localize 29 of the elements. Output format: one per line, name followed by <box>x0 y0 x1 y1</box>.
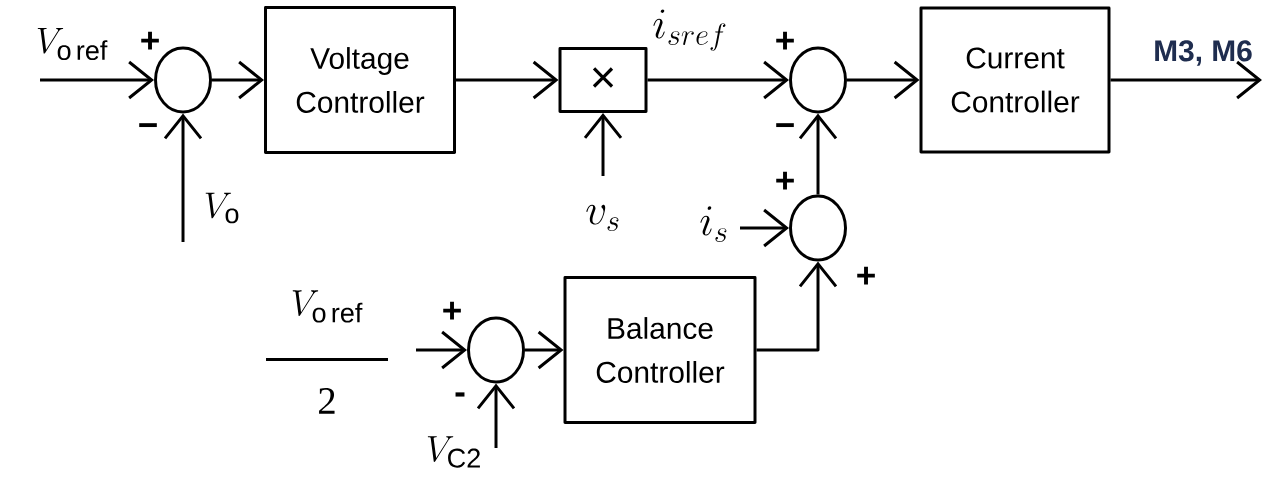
summing-junction <box>789 194 847 262</box>
signal-label: $v_{s}$ <box>586 204 619 231</box>
sign-label: + <box>776 31 794 50</box>
arrow <box>798 113 838 195</box>
arrow <box>163 113 203 242</box>
controller-block: Voltage Controller <box>264 6 456 154</box>
sign-label: − <box>776 123 794 128</box>
arrow <box>40 60 155 100</box>
edge-label: M3, M6 <box>1155 40 1252 66</box>
controller-block: Current Controller <box>919 6 1111 154</box>
controller-block: Balance Controller <box>563 276 757 424</box>
sign-label: + <box>141 31 159 50</box>
sign-label: + <box>443 301 461 320</box>
signal-label: $i_{s}$ <box>700 206 727 242</box>
sign-label: + <box>776 171 794 190</box>
arrow <box>756 261 838 352</box>
multiplier-block: × <box>558 47 648 113</box>
signal-fraction: $V_{\mathrm{o\,ref}}$ 2 <box>266 290 388 414</box>
arrow <box>456 60 559 100</box>
sign-label: + <box>857 266 875 285</box>
arrow <box>1110 60 1262 100</box>
signal-label: $V_{\mathrm{o\,ref}}$ <box>37 27 108 61</box>
signal-label: $V_{\mathrm{C2}}$ <box>427 436 480 468</box>
edge-label: $i_{sref}$ <box>653 9 726 51</box>
sign-label: − <box>139 123 157 128</box>
arrow <box>647 60 789 100</box>
sign-label: - <box>455 392 465 397</box>
signal-label: $V_{\mathrm{o}}$ <box>205 192 239 224</box>
summing-junction <box>467 316 525 384</box>
